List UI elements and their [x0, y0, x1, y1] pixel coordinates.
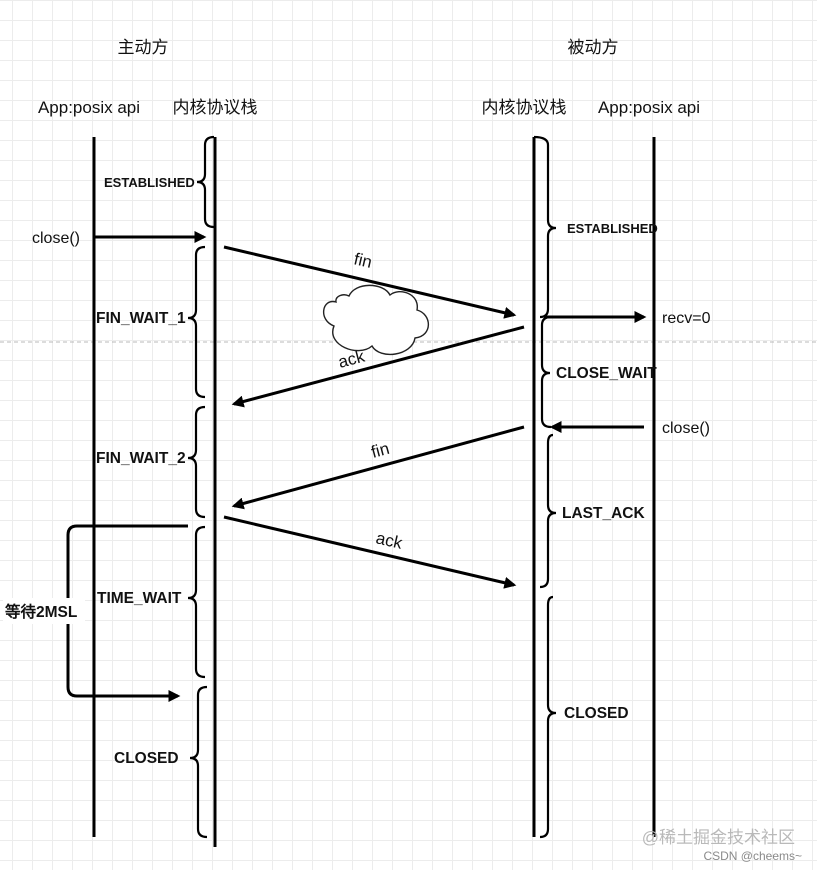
wait-2msl-label: 等待2MSL [4, 602, 77, 621]
watermark-author: CSDN @cheems~ [703, 849, 802, 863]
ack-1-arrow [231, 325, 525, 408]
passive-close-wait-brace [540, 315, 552, 429]
passive-state-last-ack: LAST_ACK [562, 505, 645, 522]
passive-close-call-label: close() [662, 420, 710, 437]
network-cloud-icon [323, 284, 430, 356]
active-state-closed: CLOSED [114, 750, 179, 767]
active-state-established: ESTABLISHED [104, 175, 195, 190]
passive-side-label: 被动方 [568, 38, 619, 57]
active-fin-wait-1-brace [187, 245, 206, 399]
right-app-label: App:posix api [598, 98, 700, 117]
passive-last-ack-brace [539, 433, 557, 589]
passive-closed-brace [539, 595, 557, 839]
recv-label: recv=0 [662, 310, 711, 327]
active-state-fin-wait-2: FIN_WAIT_2 [96, 450, 186, 467]
left-app-label: App:posix api [38, 98, 140, 117]
fin-1-arrow [223, 245, 517, 319]
active-fin-wait-2-brace [187, 405, 206, 519]
right-kernel-label: 内核协议栈 [482, 98, 567, 117]
active-state-time-wait: TIME_WAIT [97, 590, 182, 607]
active-established-brace [196, 135, 215, 229]
passive-state-close-wait: CLOSE_WAIT [556, 365, 657, 382]
ack-2-label: ack [374, 528, 405, 553]
fin-1-label: fin [352, 249, 374, 272]
fin-2-arrow [231, 425, 525, 510]
passive-established-brace [533, 135, 557, 319]
ack-2-arrow [223, 515, 517, 589]
passive-state-closed: CLOSED [564, 705, 629, 722]
fin-2-label: fin [369, 439, 391, 462]
ack-1-label: ack [336, 347, 367, 372]
wait-2msl-label-bg [3, 598, 85, 624]
active-close-call-label: close() [32, 230, 80, 247]
active-time-wait-brace [187, 525, 206, 679]
left-kernel-label: 内核协议栈 [173, 98, 258, 117]
wait-2msl-loop-arrow [66, 524, 188, 702]
active-side-label: 主动方 [118, 38, 169, 57]
active-closed-brace [189, 685, 208, 839]
passive-state-established: ESTABLISHED [567, 221, 658, 236]
active-state-fin-wait-1: FIN_WAIT_1 [96, 310, 186, 327]
watermark-site: @稀土掘金技术社区 [642, 828, 795, 847]
